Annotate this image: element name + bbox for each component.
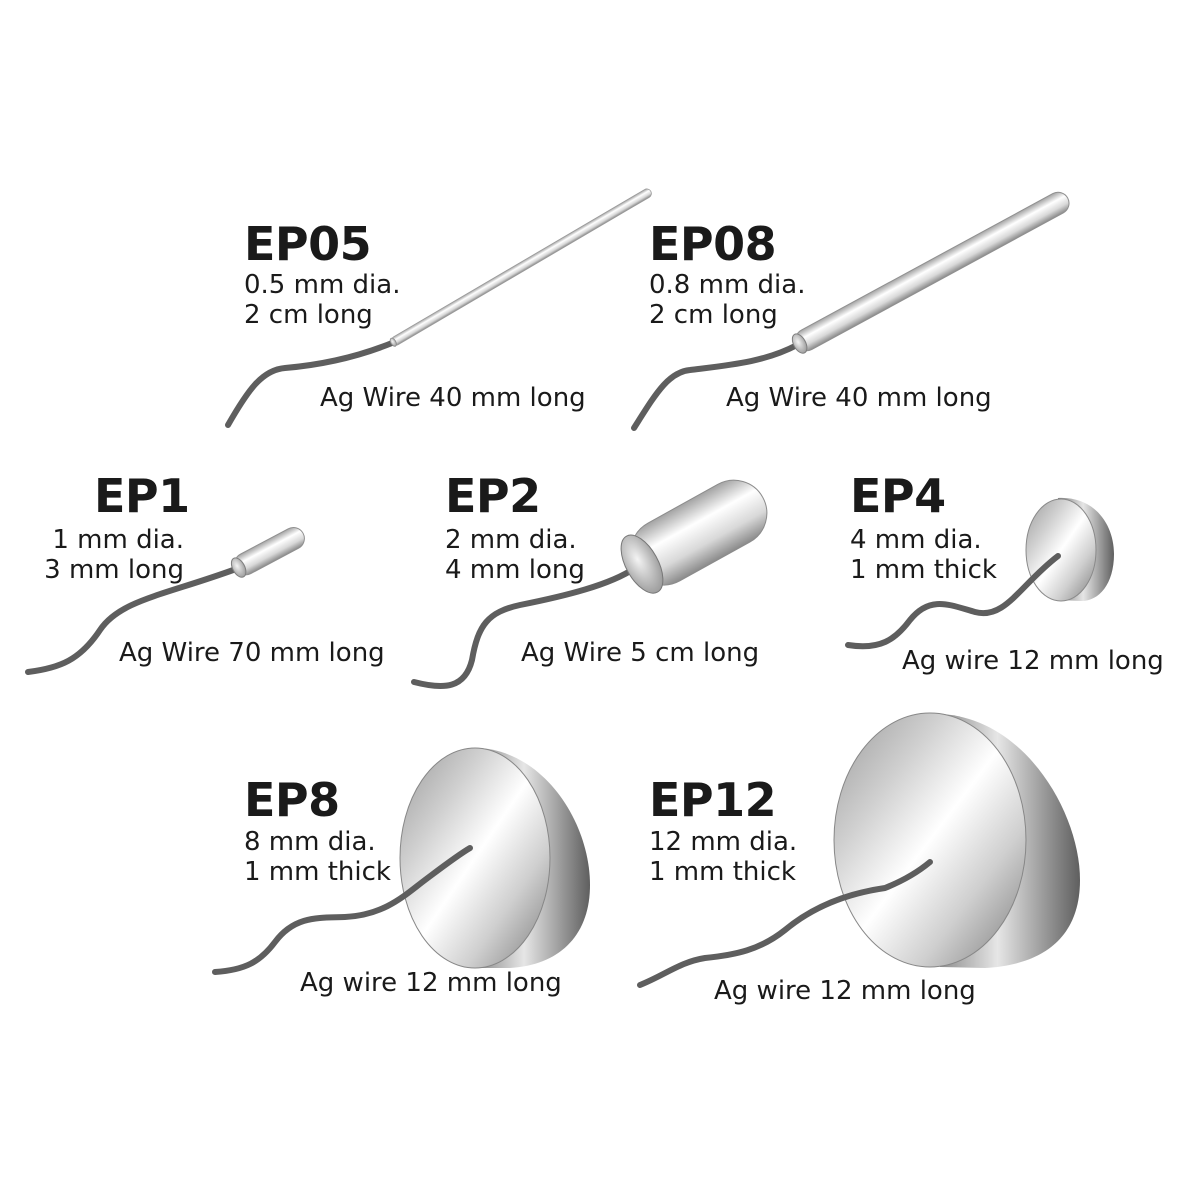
- ep1-wire-label: Ag Wire 70 mm long: [119, 638, 385, 668]
- ep12-disc-face: [833, 712, 1027, 968]
- ep05-wire-label: Ag Wire 40 mm long: [320, 383, 586, 413]
- ep2-length: 4 mm long: [445, 555, 585, 585]
- ep4-wire: [845, 553, 1061, 650]
- ep05-electrode: [225, 188, 652, 428]
- ep8-wire: [212, 845, 473, 975]
- ep2-cylinder-end: [620, 534, 664, 594]
- ep8-disc-face: [399, 747, 551, 969]
- ep8-thickness: 1 mm thick: [244, 857, 391, 887]
- ep08-rod: [795, 191, 1070, 352]
- ep12-code: EP12: [649, 773, 777, 827]
- ep4-electrode: [845, 497, 1114, 650]
- ep05-length: 2 cm long: [244, 300, 373, 330]
- ep2-wire: [411, 565, 638, 690]
- ep4-wire-label: Ag wire 12 mm long: [902, 646, 1164, 676]
- ep08-length: 2 cm long: [649, 300, 778, 330]
- ep08-code: EP08: [649, 217, 777, 271]
- ep05-rod-end: [389, 337, 397, 347]
- ep1-code: EP1: [94, 469, 190, 523]
- ep8-code: EP8: [244, 773, 340, 827]
- ep2-diameter: 2 mm dia.: [445, 525, 577, 555]
- ep12-thickness: 1 mm thick: [649, 857, 796, 887]
- ep1-length: 3 mm long: [44, 555, 184, 585]
- ep05-diameter: 0.5 mm dia.: [244, 270, 401, 300]
- ep8-diameter: 8 mm dia.: [244, 827, 376, 857]
- ep08-wire-label: Ag Wire 40 mm long: [726, 383, 992, 413]
- ep1-rod-end: [230, 557, 247, 578]
- ep1-diameter: 1 mm dia.: [52, 525, 184, 555]
- ep08-electrode: [631, 191, 1070, 431]
- ep4-thickness: 1 mm thick: [850, 555, 997, 585]
- ep8-wire-label: Ag wire 12 mm long: [300, 968, 562, 998]
- ep4-disc-face: [1025, 498, 1097, 602]
- ep1-wire: [25, 566, 239, 675]
- ep12-electrode: [637, 712, 1080, 988]
- ep05-rod: [390, 188, 652, 346]
- ep4-code: EP4: [850, 469, 946, 523]
- ep8-electrode: [212, 747, 590, 975]
- ep2-wire-label: Ag Wire 5 cm long: [521, 638, 760, 668]
- ep2-electrode: [411, 479, 768, 690]
- ep2-code: EP2: [445, 469, 541, 523]
- ep12-wire-label: Ag wire 12 mm long: [714, 976, 976, 1006]
- ep08-rod-end: [791, 333, 808, 354]
- ep1-electrode: [25, 526, 305, 675]
- ep05-code: EP05: [244, 217, 372, 271]
- ep05-wire: [225, 340, 395, 428]
- ep4-diameter: 4 mm dia.: [850, 525, 982, 555]
- ep08-diameter: 0.8 mm dia.: [649, 270, 806, 300]
- ep12-wire: [637, 859, 933, 988]
- ep12-diameter: 12 mm dia.: [649, 827, 798, 857]
- ep08-wire: [631, 342, 800, 431]
